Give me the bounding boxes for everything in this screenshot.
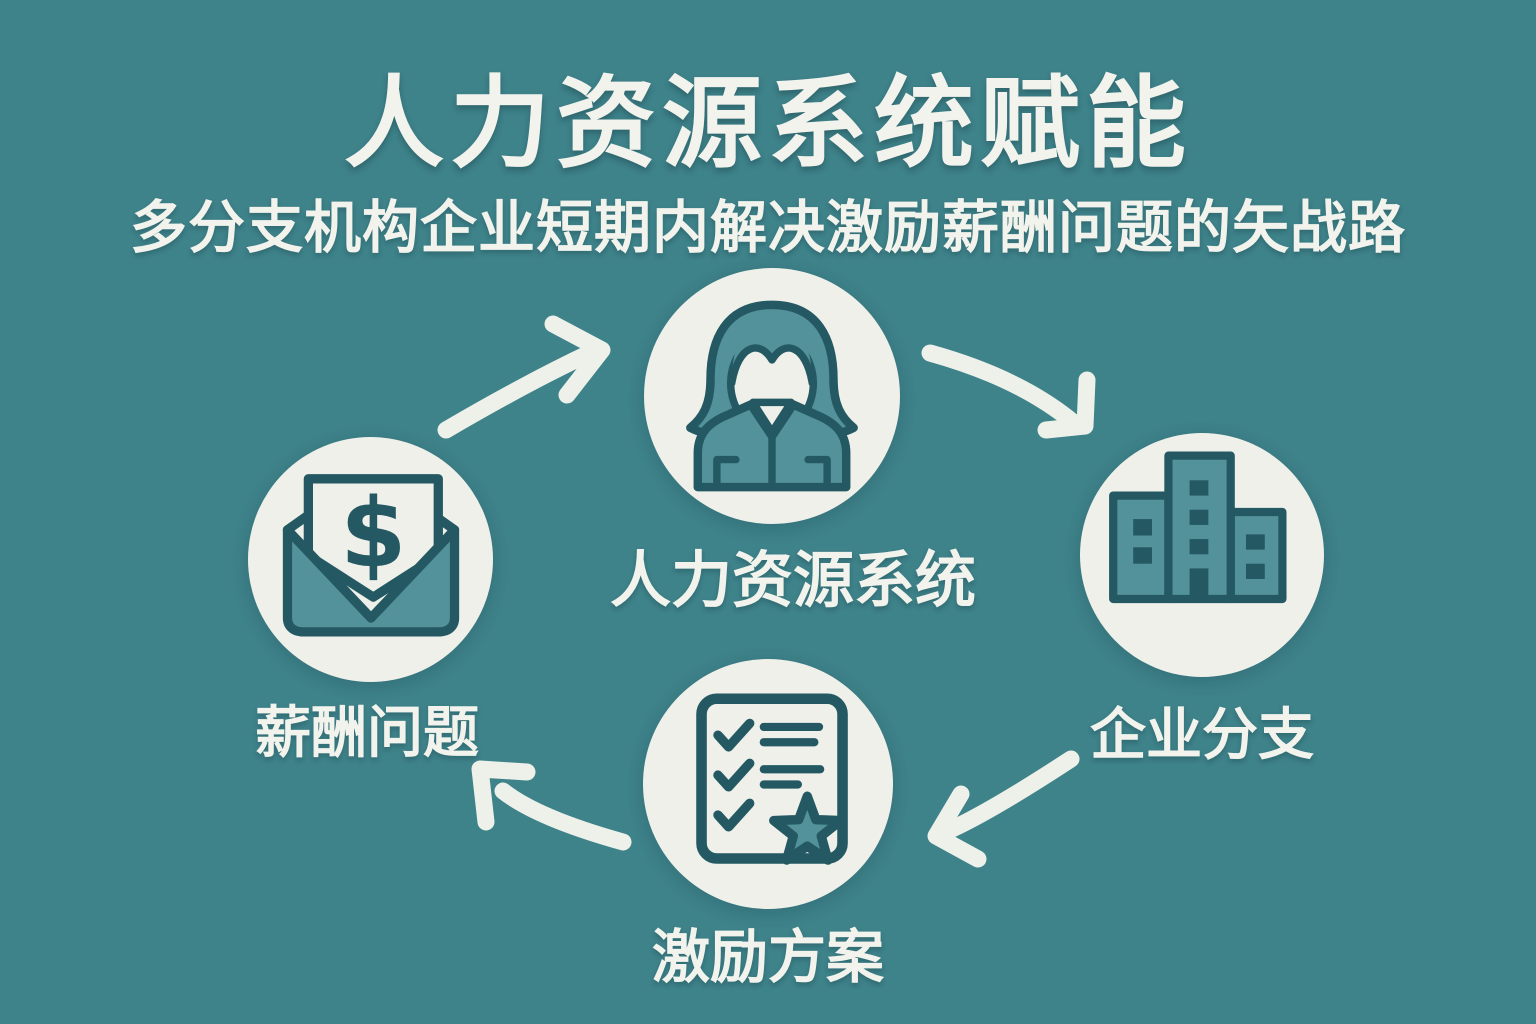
female-person-icon <box>686 300 858 492</box>
node-enterprise-branch <box>1080 433 1324 677</box>
office-buildings-icon <box>1108 451 1287 603</box>
arrow-left-to-top-icon <box>437 315 611 439</box>
node-label-hr-system: 人力资源系统 <box>609 546 976 614</box>
node-salary-problem: $ <box>248 437 493 682</box>
checklist-star-icon <box>695 692 848 865</box>
node-label-enterprise-branch: 企业分支 <box>1090 703 1314 766</box>
arrow-bottom-to-left-icon <box>471 760 632 851</box>
node-label-salary-problem: 薪酬问题 <box>255 701 479 764</box>
node-incentive-plan <box>643 659 893 909</box>
page-title: 人力资源系统赋能 <box>344 68 1192 180</box>
page-subtitle: 多分支机构企业短期内解决激励薪酬问题的矢战路 <box>130 196 1406 260</box>
node-hr-system <box>644 268 900 524</box>
envelope-dollar-icon: $ <box>282 473 459 637</box>
arrow-top-to-right-icon <box>921 344 1096 439</box>
node-label-incentive-plan: 激励方案 <box>651 925 884 990</box>
arrow-right-to-bottom-icon <box>927 750 1080 868</box>
dollar-sign-glyph: $ <box>340 478 406 588</box>
